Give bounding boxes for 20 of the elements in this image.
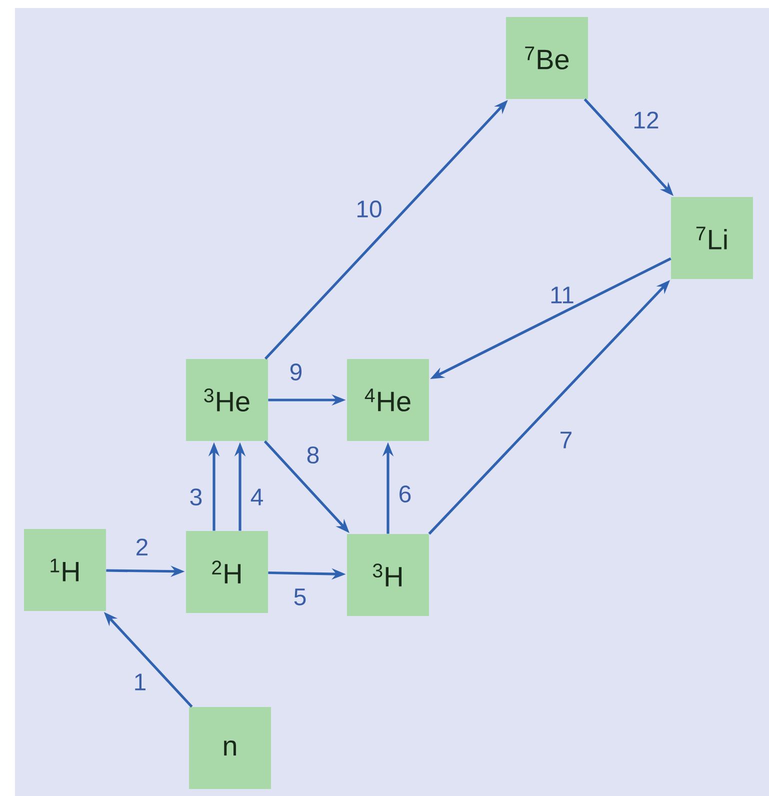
reaction-number: 5: [292, 588, 308, 606]
reaction-number: 7: [558, 430, 574, 450]
nuclide-box: $^{3}$He: [186, 359, 268, 441]
reaction-number: 4: [249, 488, 265, 506]
reaction-number: 3: [188, 488, 204, 506]
nuclide-box: $^{3}$H: [347, 534, 429, 616]
nuclide-box: n: [189, 707, 271, 789]
reaction-number: 12: [632, 110, 660, 130]
nuclide-box: $^{4}$He: [347, 359, 429, 441]
reaction-number: 10: [354, 200, 384, 218]
reaction-number: 11: [548, 286, 576, 304]
reaction-number: 2: [134, 538, 150, 556]
reaction-number: 1: [132, 672, 148, 692]
reaction-number: 8: [305, 446, 321, 464]
nuclide-box: $^{7}$Be: [506, 17, 588, 99]
nuclide-box: $^{2}$H: [186, 531, 268, 613]
nuclide-box: $^{7}$Li: [671, 197, 753, 279]
reaction-number: 6: [397, 484, 413, 504]
reaction-number: 9: [288, 362, 304, 382]
nuclide-box: $^{1}$H: [24, 529, 106, 611]
